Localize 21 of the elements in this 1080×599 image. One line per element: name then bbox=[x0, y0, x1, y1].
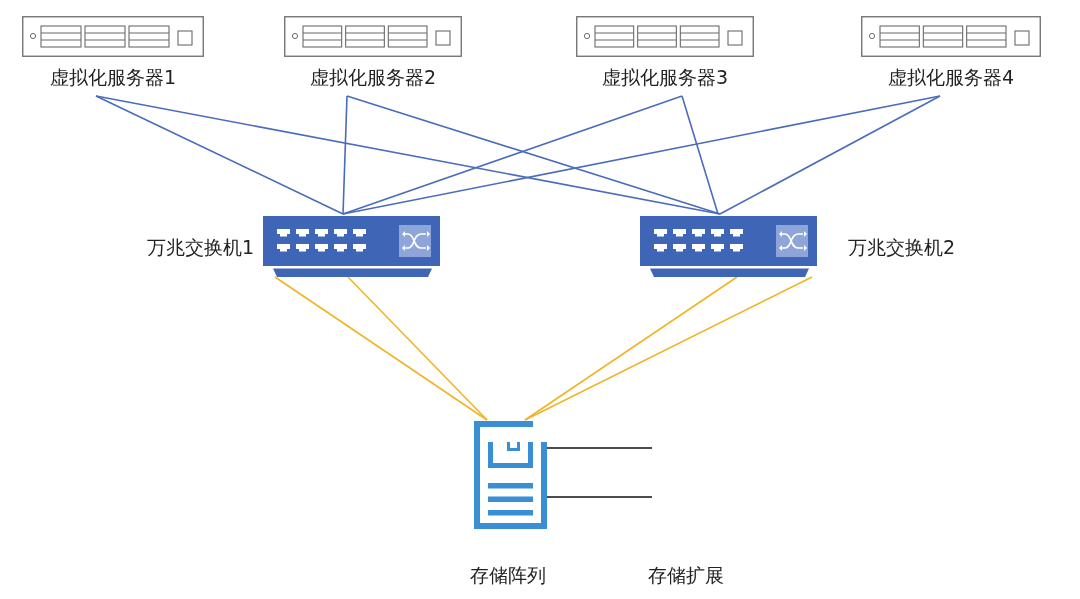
connection-line bbox=[719, 95, 941, 215]
connection-line bbox=[95, 95, 721, 215]
connection-line bbox=[524, 276, 738, 421]
connection-line bbox=[681, 95, 719, 215]
connection-line bbox=[524, 276, 813, 421]
node-label: 万兆交换机2 bbox=[848, 236, 956, 259]
node-label: 虚拟化服务器2 bbox=[309, 66, 437, 89]
connection-line bbox=[342, 95, 941, 215]
connection-line bbox=[546, 447, 653, 449]
connection-line bbox=[342, 95, 348, 215]
node-label: 虚拟化服务器4 bbox=[887, 66, 1015, 89]
network-switch bbox=[147, 214, 440, 277]
text-label: 存储扩展 bbox=[648, 564, 724, 587]
node-label: 虚拟化服务器1 bbox=[49, 66, 177, 89]
connection-line bbox=[546, 496, 653, 498]
node-label: 存储阵列 bbox=[470, 564, 546, 587]
node-label: 虚拟化服务器3 bbox=[601, 66, 729, 89]
connection-line bbox=[347, 276, 488, 421]
connection-line bbox=[95, 95, 344, 215]
connection-line bbox=[274, 276, 488, 421]
node-label: 万兆交换机1 bbox=[147, 236, 255, 259]
